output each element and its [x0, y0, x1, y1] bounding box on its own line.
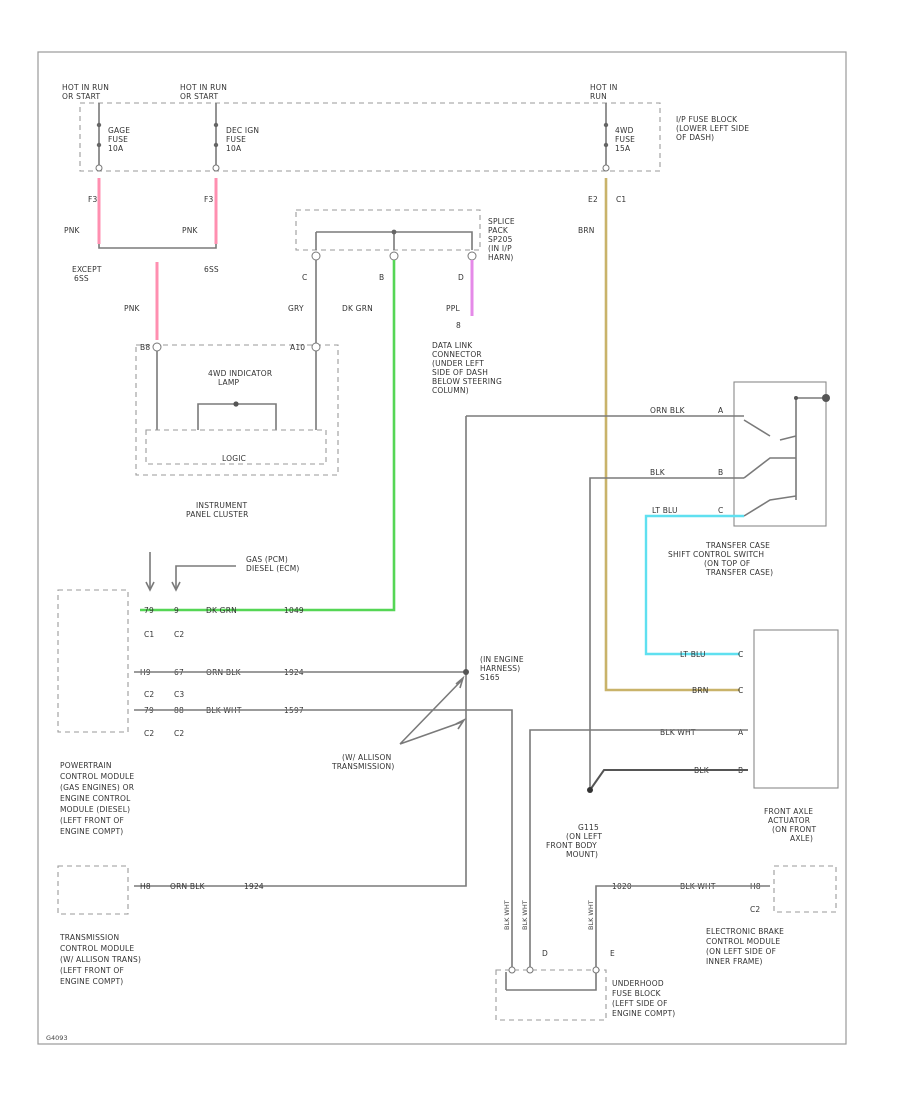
powertrain-control-module: GAS (PCM)DIESEL (ECM) 79 9 DK GRN 1049 C… — [57, 552, 304, 836]
pcm-r1-p2: 9 — [174, 606, 179, 615]
pcm-r1-wire: DK GRN — [206, 606, 237, 615]
diagram-border — [37, 51, 847, 1045]
pcm-r2-c2: C3 — [174, 690, 184, 699]
wire-actuator-blk-wht — [529, 729, 748, 972]
tcm-num: 1924 — [244, 882, 264, 891]
act-wire3: BLK WHT — [660, 728, 696, 737]
pin-8: 8 — [456, 321, 461, 330]
act-wire2: BRN — [692, 686, 709, 695]
pcm-r3-c1: C2 — [144, 729, 154, 738]
uh-pin-d: D — [542, 949, 548, 958]
tc-pin2: B — [718, 468, 723, 477]
pin-a10: A10 — [290, 343, 305, 352]
act-pin3: A — [738, 728, 744, 737]
pin-b: B — [379, 273, 384, 282]
tcm-pin: H8 — [140, 882, 151, 891]
footer-id: G4093 — [46, 1034, 68, 1042]
act-pin2: C — [738, 686, 743, 695]
pin-f3-2: F3 — [204, 195, 214, 204]
uh-wire-1: BLK WHT — [503, 900, 511, 930]
wire-label-ppl: PPL — [446, 304, 460, 313]
pcm-r1-num: 1049 — [284, 606, 304, 615]
logic-label: LOGIC — [222, 454, 246, 463]
wire-ebcm-blk-wht — [595, 885, 770, 972]
tc-wire3: LT BLU — [652, 506, 678, 515]
tcm-wire: ORN BLK — [170, 882, 206, 891]
tc-pin3: C — [718, 506, 723, 515]
wire-label-pnk-2: PNK — [182, 226, 199, 235]
pcm-r3-c2: C2 — [174, 729, 184, 738]
pcm-r1-p1: 79 — [144, 606, 154, 615]
wire-dk-grn — [140, 260, 396, 612]
pin-e2: E2 — [588, 195, 598, 204]
uh-wire-3: BLK WHT — [587, 900, 595, 930]
uh-wire-2: BLK WHT — [521, 900, 529, 930]
tc-pin1: A — [718, 406, 724, 415]
wire-label-dk-grn: DK GRN — [342, 304, 373, 313]
wire-label-brn-top: BRN — [578, 226, 595, 235]
branch-6ss: 6SS — [204, 265, 219, 274]
wire-actuator-blk — [589, 769, 748, 791]
pin-f3-1: F3 — [88, 195, 98, 204]
wire-label-gry: GRY — [288, 304, 304, 313]
wire-lt-blu — [644, 514, 744, 656]
uh-pin-e: E — [610, 949, 615, 958]
pin-c1: C1 — [616, 195, 626, 204]
wire-blk-switch — [589, 477, 744, 790]
act-pin1: C — [738, 650, 743, 659]
wire-orn-blk-vertical — [134, 416, 467, 887]
tc-wire1: ORN BLK — [650, 406, 686, 415]
transfer-case-switch — [733, 381, 830, 527]
wire-label-pnk-3: PNK — [124, 304, 141, 313]
wire-pcm-blk-wht — [134, 709, 513, 970]
pcm-r1-c1: C1 — [144, 630, 154, 639]
ebcm-conn: C2 — [750, 905, 760, 914]
pin-d: D — [458, 273, 464, 282]
pcm-note: GAS (PCM)DIESEL (ECM) — [246, 555, 300, 573]
pin-b8: B8 — [140, 343, 150, 352]
front-axle-actuator: LT BLU C BRN C BLK WHT A BLK B FRONT AXL… — [660, 629, 839, 843]
pcm-r1-c2: C2 — [174, 630, 184, 639]
wire-brn — [604, 178, 740, 692]
act-wire1: LT BLU — [680, 650, 706, 659]
pcm-r2-c1: C2 — [144, 690, 154, 699]
tc-wire2: BLK — [650, 468, 666, 477]
allison-pointer — [399, 679, 463, 745]
wire-label-pnk-1: PNK — [64, 226, 81, 235]
pin-c: C — [302, 273, 307, 282]
